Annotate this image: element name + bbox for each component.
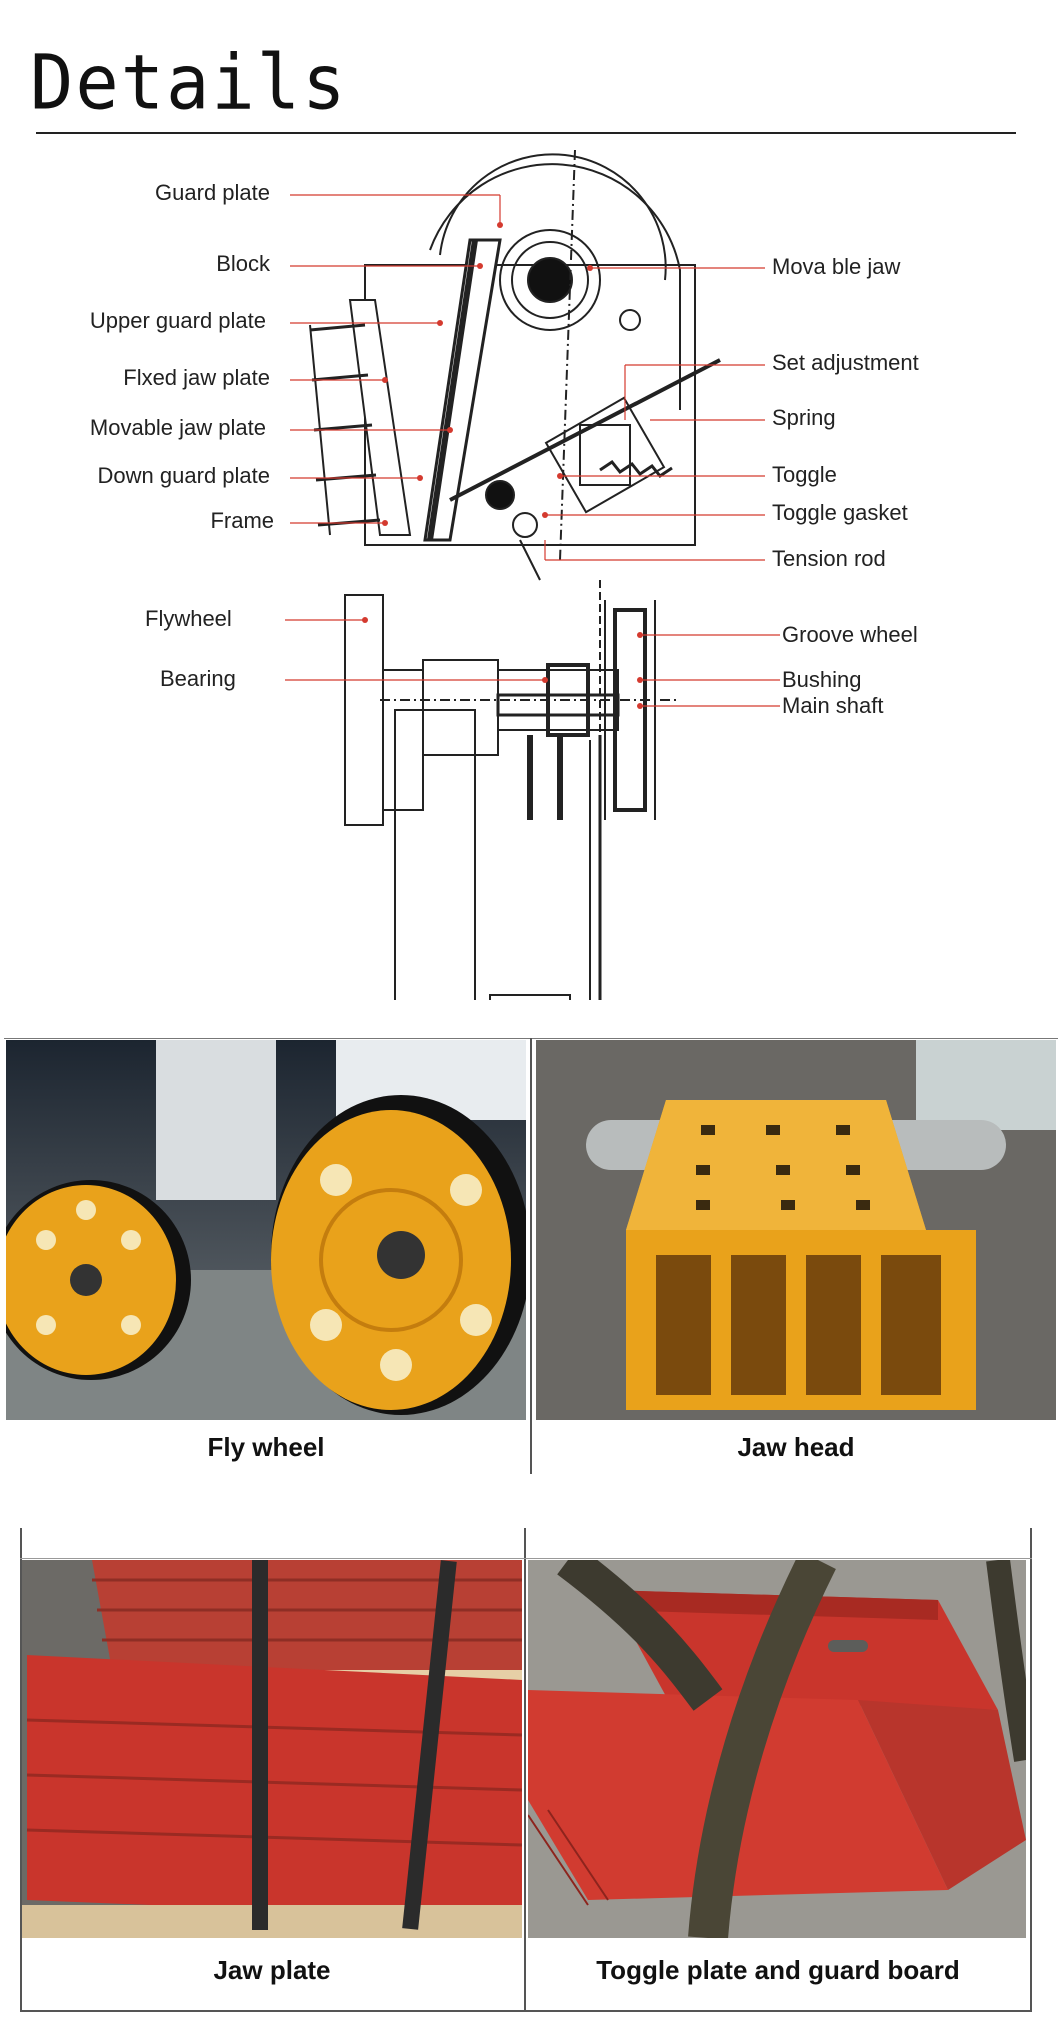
label-toggle-gasket: Toggle gasket [772,500,908,525]
label-movable-jaw-plate: Movable jaw plate [89,415,266,440]
jaw-head-photo [536,1040,1056,1420]
label-movable-jaw: Mova ble jaw [772,254,901,279]
caption-jaw-plate: Jaw plate [213,1955,331,1985]
toggle-plate-photo [528,1560,1026,1938]
grid2-right-border [1030,1528,1032,2012]
label-spring: Spring [772,405,836,430]
label-tension-rod: Tension rod [772,546,886,571]
label-toggle: Toggle [772,462,837,487]
label-frame: Frame [210,508,274,533]
label-groove-wheel: Groove wheel [782,622,918,647]
grid2-top-border [20,1558,1032,1559]
label-fixed-jaw-plate: Flxed jaw plate [123,365,270,390]
caption-toggle-plate: Toggle plate and guard board [596,1955,960,1985]
label-upper-guard-plate: Upper guard plate [89,308,266,333]
label-down-guard-plate: Down guard plate [97,463,270,488]
label-bearing: Bearing [160,666,236,691]
label-flywheel: Flywheel [145,606,232,631]
label-block: Block [216,251,270,276]
label-main-shaft: Main shaft [782,693,884,718]
jaw-crusher-diagram: Guard plate Block Upper guard plate Flxe… [0,140,1060,1000]
jaw-crusher-drawing [285,149,780,1000]
caption-jaw-head: Jaw head [737,1432,855,1462]
label-bushing: Bushing [782,667,862,692]
caption-fly-wheel: Fly wheel [207,1432,325,1462]
grid2-bottom-border [20,2010,1032,2012]
title-divider [36,132,1016,134]
label-set-adjustment: Set adjustment [772,350,919,375]
jaw-plate-photo [22,1560,522,1938]
label-guard-plate: Guard plate [155,180,270,205]
page-title: Details [30,38,348,127]
grid1-divider [530,1038,532,1474]
grid2-divider [524,1528,526,2012]
flywheel-photo [6,1040,526,1420]
grid2-left-border [20,1528,22,2012]
